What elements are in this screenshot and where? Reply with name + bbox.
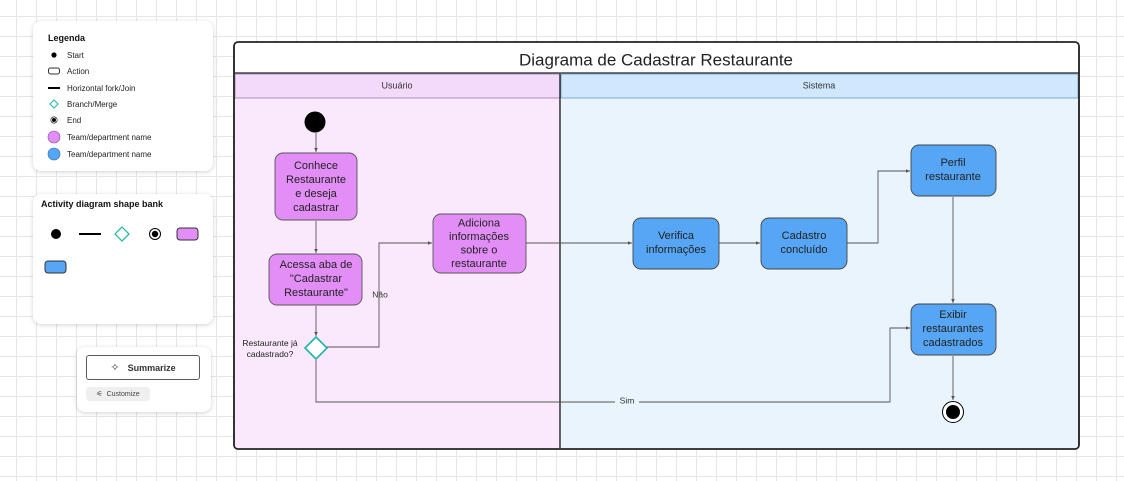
acessa-line-0: Acessa aba de [280, 259, 353, 271]
acessa-line-1: "Cadastrar [290, 273, 343, 285]
edge-decision-adiciona [327, 241, 432, 348]
concluido-line-1: concluído [780, 244, 827, 256]
legend-item-start: Start [47, 48, 84, 62]
customize-button[interactable]: ⚟ Customize [86, 387, 150, 401]
node-concluido[interactable]: Cadastro concluído [760, 217, 848, 270]
legend-item-fork: Horizontal fork/Join [47, 81, 135, 95]
legend-item-label: Team/department name [67, 132, 152, 142]
verifica-line-0: Verifica [658, 230, 695, 242]
lane-sistema-header[interactable] [560, 73, 1079, 99]
conhece-line-0: Conhece [294, 160, 338, 172]
exibir-line-1: restaurantes [922, 323, 984, 335]
bank-start-dot-icon[interactable] [51, 229, 61, 239]
shape-bank-title: Activity diagram shape bank [41, 199, 164, 209]
lane-sistema-label: Sistema [803, 80, 836, 90]
decision-line-0: Restaurante já [242, 338, 298, 348]
lane-usuario-header[interactable] [234, 73, 561, 99]
end-node[interactable] [942, 401, 964, 423]
exibir-line-0: Exibir [939, 309, 967, 321]
concluido-line-0: Cadastro [782, 230, 827, 242]
sliders-icon: ⚟ [96, 391, 103, 398]
lane-usuario-label: Usuário [381, 80, 412, 90]
adiciona-line-3: restaurante [451, 258, 507, 270]
start-dot-icon [47, 48, 61, 62]
diagram-title: Diagrama de Cadastrar Restaurante [519, 50, 793, 69]
edge-label-nao: Não [372, 289, 388, 299]
acessa-line-2: Restaurante" [284, 287, 348, 299]
adiciona-line-0: Adiciona [458, 218, 501, 230]
bank-action-blue-icon[interactable] [44, 260, 67, 274]
edge-decision-exibir [315, 326, 910, 403]
action-rect-icon [47, 64, 61, 78]
legend-title: Legenda [48, 33, 86, 43]
legend-item-branch: Branch/Merge [47, 97, 117, 111]
sparkle-icon: ✧ [110, 362, 120, 374]
adiciona-line-1: informações [449, 231, 509, 243]
customize-label: Customize [106, 390, 140, 398]
legend-item-action: Action [47, 64, 89, 78]
adiciona-line-2: sobre o [461, 245, 498, 257]
perfil-line-0: Perfil [940, 157, 965, 169]
lane-sistema[interactable] [561, 97, 1078, 448]
node-exibir[interactable]: Exibir restaurantes cadastrados [910, 303, 997, 356]
summarize-label: Summarize [127, 362, 176, 373]
fork-bar-icon [47, 81, 61, 95]
edge-concluido-perfil [847, 169, 910, 244]
conhece-line-3: cadastrar [293, 202, 339, 214]
team-purple-circle-icon [47, 130, 61, 144]
conhece-line-2: e deseja [295, 188, 337, 200]
decision-node[interactable] [303, 335, 329, 361]
node-verifica-label: Verifica informações [646, 230, 706, 256]
node-perfil[interactable]: Perfil restaurante [910, 144, 997, 197]
bank-fork-bar-icon[interactable] [79, 233, 101, 235]
node-concluido-label: Cadastro concluído [780, 230, 827, 256]
bank-end-dot-icon[interactable] [149, 228, 161, 240]
legend-item-label: Horizontal fork/Join [67, 83, 136, 93]
node-exibir-label: Exibir restaurantes cadastrados [922, 309, 984, 349]
summarize-button[interactable]: ✧ Summarize [86, 355, 200, 380]
node-perfil-label: Perfil restaurante [925, 157, 981, 183]
team-blue-circle-icon [47, 147, 61, 161]
legend-item-label: End [67, 115, 82, 125]
legend-item-team-blue: Team/department name [47, 147, 152, 161]
end-dot-icon [47, 113, 61, 127]
legend-item-label: Branch/Merge [67, 99, 118, 109]
bank-branch-diamond-icon[interactable] [114, 226, 130, 242]
decision-line-1: cadastrado? [247, 349, 294, 359]
shape-bank-panel: Activity diagram shape bank [33, 194, 213, 324]
legend-item-team-purple: Team/department name [47, 130, 152, 144]
perfil-line-1: restaurante [925, 171, 981, 183]
edge-label-sim: Sim [620, 395, 635, 405]
legend-item-label: Start [67, 50, 84, 60]
legend-item-label: Team/department name [67, 149, 152, 159]
summarize-panel: ✧ Summarize ⚟ Customize [77, 347, 211, 412]
conhece-line-1: Restaurante [286, 174, 346, 186]
node-verifica[interactable]: Verifica informações [632, 217, 720, 270]
verifica-line-1: informações [646, 244, 706, 256]
branch-diamond-icon [47, 97, 61, 111]
bank-action-purple-icon[interactable] [176, 227, 199, 241]
legend-item-label: Action [67, 66, 90, 76]
legend-panel: Legenda Start Action Horizontal fork/Joi… [33, 21, 213, 171]
legend-item-end: End [47, 113, 81, 127]
exibir-line-2: cadastrados [923, 337, 983, 349]
start-node[interactable] [304, 111, 326, 133]
